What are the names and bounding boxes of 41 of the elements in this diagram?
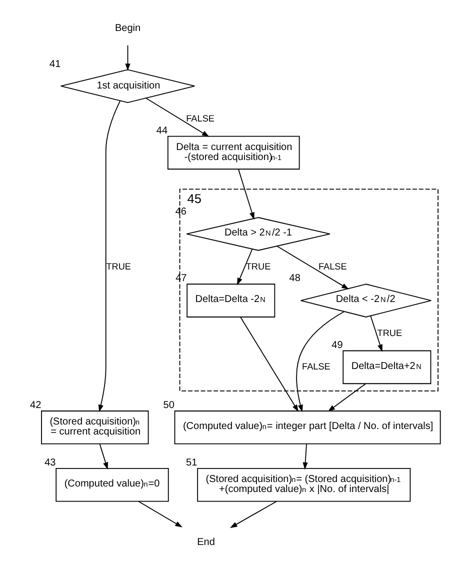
arrow <box>276 246 348 290</box>
arrow <box>238 168 254 220</box>
node-label: 48 <box>288 273 300 284</box>
arrow <box>98 444 108 470</box>
arrow <box>145 98 209 137</box>
node-box: Delta=Delta+2N <box>342 350 431 384</box>
node-diamond: Delta > 2N/2 -1 <box>186 217 330 251</box>
node-label: 50 <box>162 400 174 412</box>
node-text: End <box>196 536 214 548</box>
node-label: 42 <box>30 400 41 412</box>
arrow <box>302 444 308 470</box>
arrow <box>370 315 382 352</box>
node-label: 46 <box>174 206 186 218</box>
node-box: (Stored acquisition)n= (Stored acquisition)n-1 +(computed value)n x |No. of intervals| <box>196 468 410 502</box>
arrow <box>296 311 344 412</box>
arrow <box>239 316 298 412</box>
node-label: 49 <box>331 340 342 351</box>
node-label: 51 <box>186 458 197 469</box>
arrow <box>327 383 366 412</box>
edge-label: FALSE <box>318 262 346 272</box>
node-text: Begin <box>114 23 140 34</box>
edge-label: TRUE <box>245 262 270 272</box>
edge-label: TRUE <box>106 262 131 272</box>
node-box: (Stored acquisition)n = current acquisition <box>40 410 148 444</box>
edge-label: FALSE <box>302 361 330 372</box>
edge-label: FALSE <box>186 114 214 124</box>
node-label: 44 <box>156 125 168 136</box>
node-diamond: 1st acquisition <box>60 69 195 103</box>
node-box: (Computed value)n= integer part [Delta / No. of intervals] <box>174 410 440 444</box>
node-label: 45 <box>186 191 201 206</box>
node-label: 43 <box>44 458 56 469</box>
node-box: (Computed value)n=0 <box>55 468 168 502</box>
arrow <box>236 248 252 286</box>
arrow <box>124 44 130 71</box>
arrow <box>229 501 276 528</box>
arrow <box>98 100 120 412</box>
node-label: 41 <box>49 58 60 70</box>
edge-label: TRUE <box>376 328 402 338</box>
arrow <box>138 501 182 528</box>
node-box: Delta = current acquisition -(stored acquisition)n-1 <box>166 136 300 170</box>
node-box: Delta=Delta -2N <box>186 284 275 318</box>
